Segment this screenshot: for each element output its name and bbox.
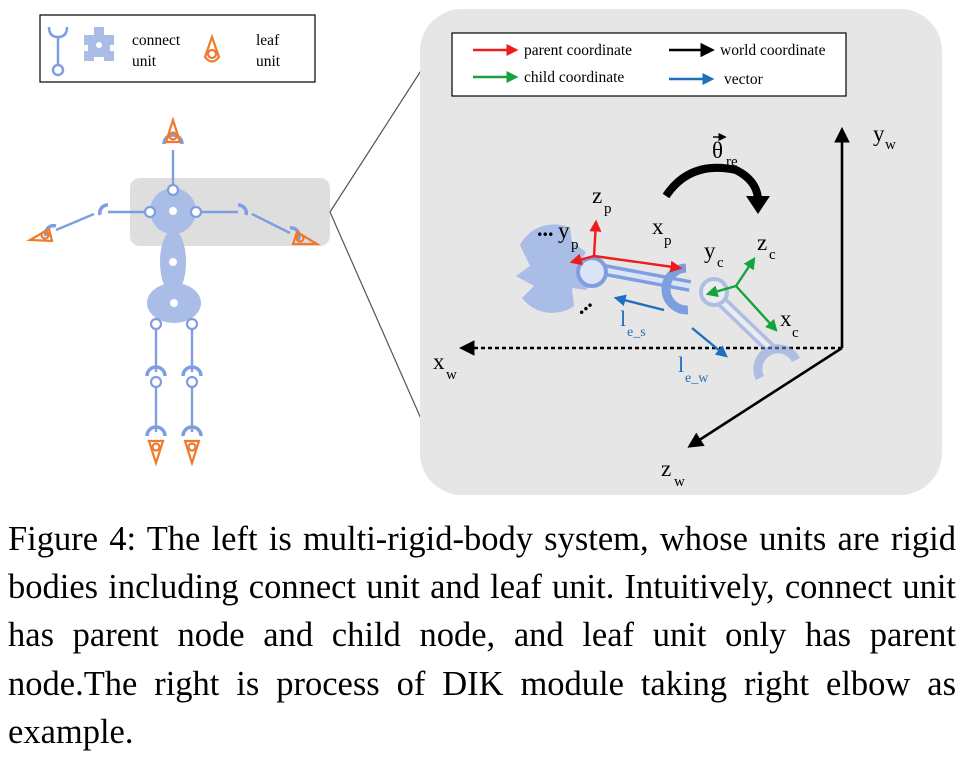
rotation-arrow: θ re	[662, 132, 770, 214]
connect-unit-label-1: connect	[132, 32, 181, 49]
label-x-p: x	[652, 214, 664, 239]
ellipsis-top: ...	[537, 216, 554, 241]
legend-left: connect unit leaf unit	[39, 14, 316, 83]
label-x-w-sub: w	[446, 367, 457, 383]
child-coordinate: y c z c x c	[704, 230, 799, 341]
label-y-w: y	[873, 121, 885, 146]
legend-parent-coordinate: parent coordinate	[524, 42, 632, 59]
dik-figure: connect unit leaf unit	[26, 9, 942, 495]
label-theta: θ	[712, 138, 723, 163]
label-theta-sub: re	[726, 154, 738, 170]
vectors: l e_s l e_w	[613, 294, 728, 386]
label-z-p: z	[592, 183, 602, 208]
legend-world-coordinate: world coordinate	[720, 42, 826, 59]
label-x-c: x	[780, 306, 792, 331]
label-z-p-sub: p	[604, 201, 612, 217]
label-z-c: z	[757, 230, 767, 255]
label-y-c: y	[704, 238, 716, 263]
label-l-es: l	[620, 306, 626, 331]
label-y-w-sub: w	[885, 137, 896, 153]
label-y-c-sub: c	[717, 255, 724, 271]
connect-unit-label-2: unit	[132, 53, 157, 70]
parent-coordinate: z p y p x p	[558, 183, 683, 273]
legend-vector: vector	[724, 71, 764, 88]
label-y-p: y	[558, 218, 570, 243]
label-l-es-sub: e_s	[627, 325, 646, 340]
leaf-unit-icon	[203, 33, 221, 63]
legend-child-coordinate: child coordinate	[524, 69, 624, 86]
connect-unit-icon	[47, 26, 69, 77]
zoom-line-bottom	[329, 211, 434, 447]
label-x-p-sub: p	[664, 233, 672, 249]
detail-panel	[420, 9, 942, 495]
label-x-c-sub: c	[792, 325, 799, 341]
zoom-line-top	[329, 51, 434, 213]
leaf-unit-label-2: unit	[256, 53, 281, 70]
legend-right: parent coordinate world coordinate child…	[451, 32, 847, 97]
skeleton	[26, 116, 330, 467]
label-z-c-sub: c	[769, 247, 776, 263]
label-x-w: x	[433, 349, 445, 374]
label-y-p-sub: p	[571, 237, 579, 253]
label-z-w: z	[661, 456, 671, 481]
figure-caption: Figure 4: The left is multi-rigid-body s…	[8, 520, 956, 751]
label-l-ew: l	[678, 352, 684, 377]
upper-arm	[576, 256, 692, 315]
leaf-unit-label-1: leaf	[256, 32, 280, 49]
label-l-ew-sub: e_w	[685, 371, 709, 386]
connect-unit-body-icon	[84, 27, 114, 61]
label-z-w-sub: w	[674, 474, 685, 490]
